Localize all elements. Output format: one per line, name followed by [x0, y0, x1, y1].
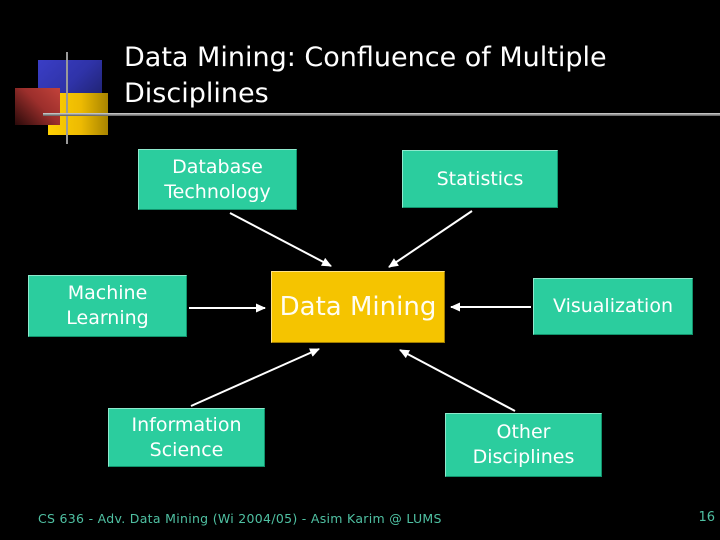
- arrow-information-science-to-center: [190, 348, 320, 407]
- node-database-technology: Database Technology: [138, 149, 297, 210]
- arrow-database-technology-to-center: [229, 212, 332, 267]
- page-title: Data Mining: Confluence of Multiple Disc…: [124, 42, 607, 109]
- node-machine-learning: Machine Learning: [28, 275, 187, 337]
- node-label: Other Disciplines: [472, 421, 575, 468]
- node-data-mining-center: Data Mining: [271, 271, 445, 343]
- center-node-label: Data Mining: [279, 291, 437, 322]
- node-information-science: Information Science: [108, 408, 265, 467]
- node-other-disciplines: Other Disciplines: [445, 413, 602, 477]
- slide-logo-icon: [0, 0, 130, 160]
- node-label: Machine Learning: [66, 282, 149, 329]
- logo-red-square: [15, 88, 60, 125]
- node-label: Database Technology: [164, 155, 271, 203]
- footer-text: CS 636 - Adv. Data Mining (Wi 2004/05) -…: [38, 511, 442, 526]
- node-label: Statistics: [436, 167, 524, 190]
- node-statistics: Statistics: [402, 150, 558, 208]
- title-divider: [43, 113, 720, 116]
- arrow-statistics-to-center: [388, 210, 473, 268]
- page-number: 16: [698, 510, 715, 525]
- node-visualization: Visualization: [533, 278, 693, 335]
- node-label: Visualization: [552, 295, 673, 317]
- arrow-other-disciplines-to-center: [399, 349, 516, 412]
- logo-vertical-line: [66, 52, 68, 144]
- node-label: Information Science: [131, 413, 242, 461]
